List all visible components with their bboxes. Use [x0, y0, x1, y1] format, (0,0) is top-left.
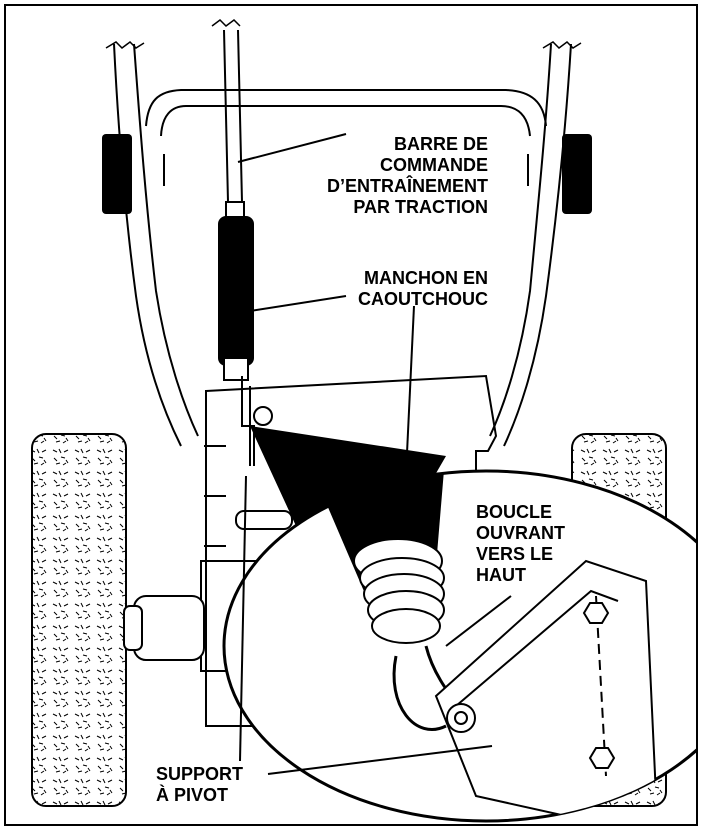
leader-pivot-support [239, 475, 247, 762]
leader-pivot-support-zoom [267, 745, 493, 775]
label-rubber-sleeve: MANCHON EN CAOUTCHOUC [358, 268, 488, 309]
leader-drive-bar [237, 133, 347, 163]
handle-frame [113, 43, 572, 447]
leader-loop [445, 595, 512, 647]
label-drive-control-bar: BARRE DE COMMANDE D’ENTRAÎNEMENT PAR TRA… [327, 134, 488, 217]
label-pivot-support: SUPPORT À PIVOT [156, 764, 244, 805]
right-handle-grip [562, 134, 592, 214]
leader-rubber-sleeve [249, 295, 347, 312]
leader-lines [237, 133, 512, 775]
rubber-sleeve [218, 216, 254, 366]
diagram-frame: BARRE DE COMMANDE D’ENTRAÎNEMENT PAR TRA… [4, 4, 698, 826]
tiller-illustration [31, 19, 696, 823]
break-marks [105, 19, 582, 49]
label-loop-open-up: BOUCLE OUVRANT VERS LE HAUT [476, 502, 565, 585]
drive-control-rod [223, 29, 245, 221]
spring-coil [353, 538, 445, 644]
left-wheel [31, 433, 127, 807]
engine-cylinder [123, 595, 205, 661]
left-handle-grip [102, 134, 132, 214]
leader-rubber-sleeve-zoom [403, 305, 415, 517]
